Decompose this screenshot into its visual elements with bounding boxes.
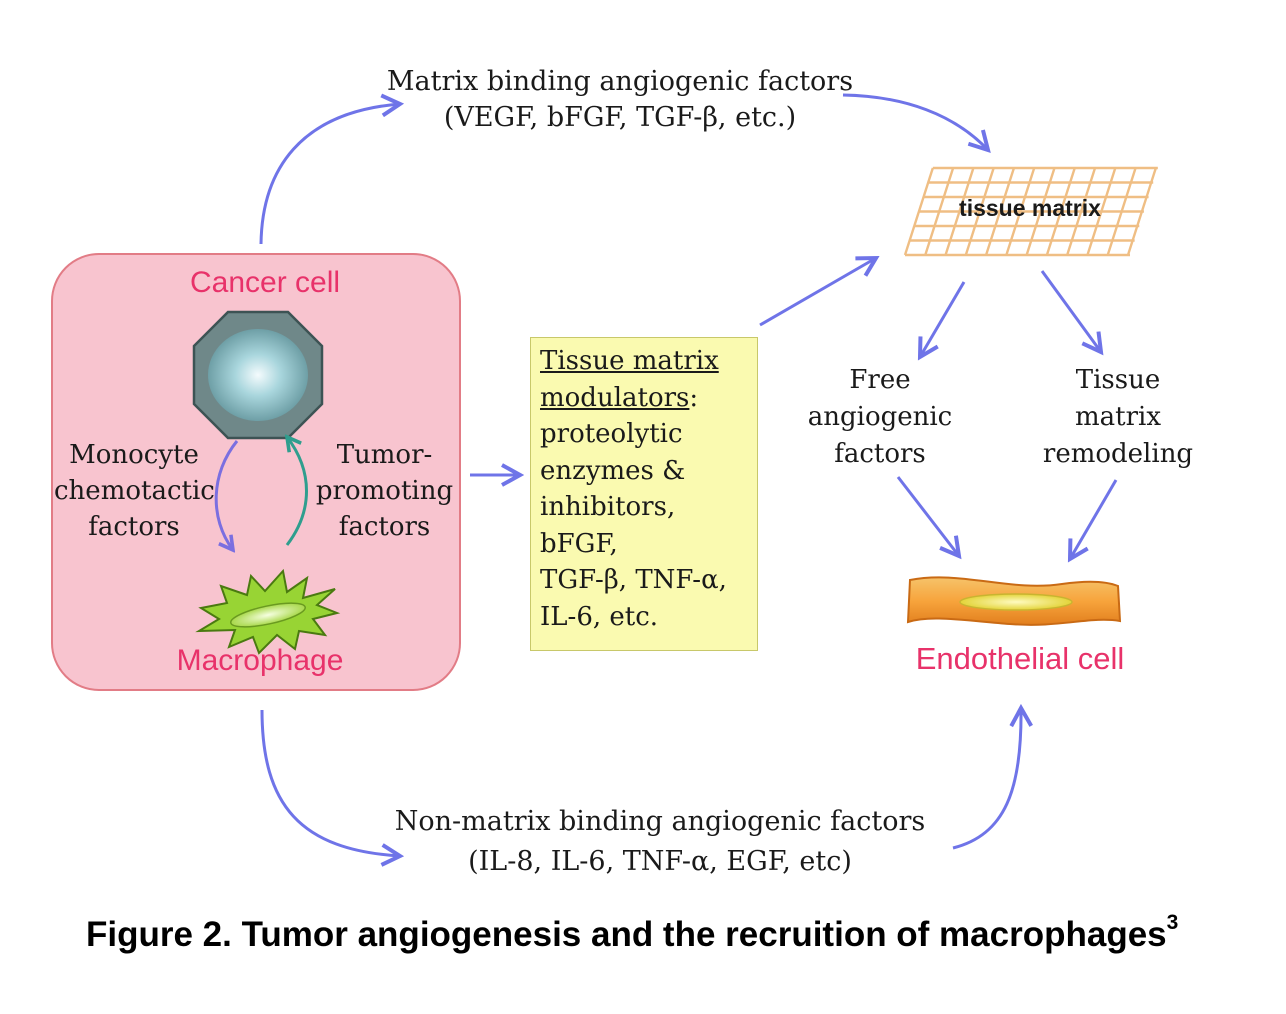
caption-text: Figure 2. Tumor angiogenesis and the rec… <box>86 915 1167 954</box>
arrow-nonmatrix-factors-to-endothelial <box>952 708 1021 850</box>
modulators-heading-colon: : <box>689 382 699 413</box>
modulators-heading-line2: modulators <box>540 382 690 413</box>
tumor-line3: factors <box>338 512 431 542</box>
non-matrix-factors-line2: (IL-8, IL-6, TNF-α, EGF, etc) <box>468 846 852 877</box>
arrow-tissue-matrix-to-remodeling <box>1040 270 1101 352</box>
tumor-line1: Tumor- <box>336 440 433 470</box>
tissue-matrix-grid <box>903 166 1158 257</box>
remodel-line2: matrix <box>1074 402 1161 432</box>
remodel-line3: remodeling <box>1042 439 1194 469</box>
non-matrix-binding-factors-label: Non-matrix binding angiogenic factors (I… <box>380 802 940 882</box>
tissue-matrix-label: tissue matrix <box>959 195 1101 221</box>
modulator-item: inhibitors, <box>540 492 676 522</box>
remodel-line1: Tissue <box>1075 365 1161 395</box>
tumor-line2: promoting <box>315 476 454 506</box>
free-line1: Free <box>849 365 911 395</box>
caption-superscript: 3 <box>1166 911 1179 934</box>
arrow-tissue-matrix-to-free-factors <box>920 281 966 357</box>
tissue-matrix-modulators-box <box>530 337 758 651</box>
macrophage-title: Macrophage <box>176 644 344 677</box>
endothelial-cell-title: Endothelial cell <box>915 641 1125 676</box>
tumor-promoting-label: Tumor- promoting factors <box>312 437 457 545</box>
arrow-macrophage-to-nonmatrix-factors <box>260 709 400 856</box>
modulator-item: proteolytic <box>540 419 683 449</box>
matrix-binding-factors-line2: (VEGF, bFGF, TGF-β, etc.) <box>443 102 797 133</box>
cancer-nucleus-icon <box>208 329 308 421</box>
monocyte-chemotactic-label: Monocyte chemotactic factors <box>54 437 215 545</box>
arrow-free-factors-to-endothelial <box>896 476 959 556</box>
arrow-remodeling-to-endothelial <box>1070 479 1118 559</box>
tumor-promoting-arrow <box>287 437 308 546</box>
macrophage-nucleus-icon <box>230 602 306 628</box>
non-matrix-factors-line1: Non-matrix binding angiogenic factors <box>394 806 926 837</box>
monocyte-arrow <box>214 440 239 550</box>
modulator-item: bFGF, <box>540 528 618 559</box>
tissue-matrix-remodeling-label: Tissue matrix remodeling <box>1038 362 1198 473</box>
free-line3: factors <box>834 439 926 469</box>
modulator-item: enzymes & <box>540 455 686 486</box>
cancer-cell-graphics <box>192 310 341 655</box>
modulators-heading-line1: Tissue matrix <box>540 346 719 376</box>
monocyte-line3: factors <box>88 512 180 542</box>
figure-caption: Figure 2. Tumor angiogenesis and the rec… <box>86 911 1276 955</box>
modulator-item: TGF-β, TNF-α, <box>540 565 727 595</box>
free-angiogenic-factors-label: Free angiogenic factors <box>800 362 960 473</box>
arrow-matrix-factors-to-tissue-matrix <box>842 93 988 150</box>
tissue-matrix-modulators-text: Tissue matrix modulators: proteolytic en… <box>540 343 755 635</box>
arrow-cancer-to-matrix-factors <box>259 104 400 245</box>
modulator-item: IL-6, etc. <box>540 601 659 632</box>
matrix-binding-factors-label: Matrix binding angiogenic factors (VEGF,… <box>380 64 860 136</box>
arrow-modulators-to-tissue-matrix <box>759 258 876 327</box>
monocyte-line2: chemotactic <box>54 476 215 506</box>
monocyte-line1: Monocyte <box>69 440 199 470</box>
modulators-heading-line2-wrap: modulators: <box>540 383 698 413</box>
endothelial-cell-graphic <box>906 576 1122 626</box>
free-line2: angiogenic <box>807 402 953 432</box>
cancer-cell-title: Cancer cell <box>189 266 341 299</box>
matrix-binding-factors-line1: Matrix binding angiogenic factors <box>386 66 854 97</box>
